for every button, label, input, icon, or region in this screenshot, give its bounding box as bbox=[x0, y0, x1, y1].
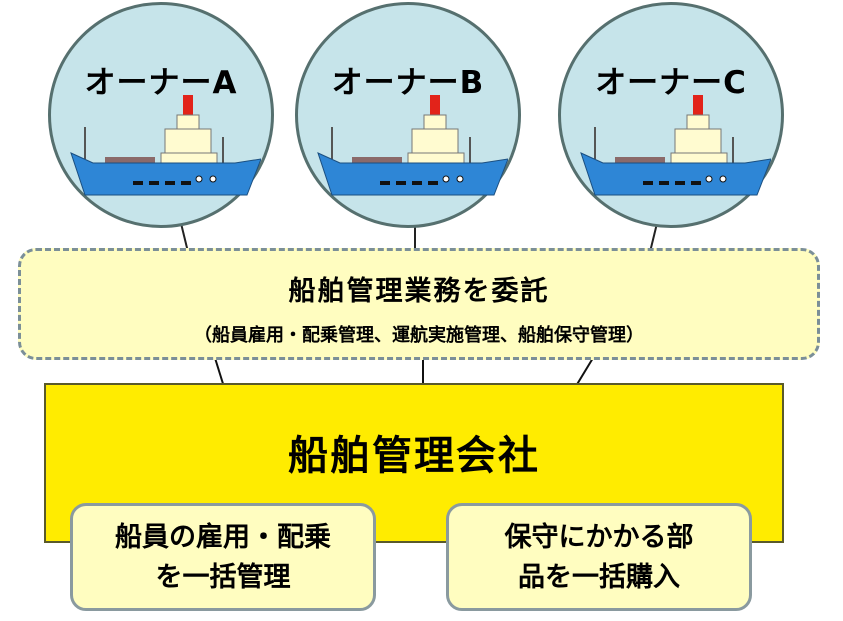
owner-label: オーナーB bbox=[331, 65, 485, 101]
ship-icon bbox=[317, 95, 508, 196]
service-crew-line1: 船員の雇用・配乗 bbox=[115, 522, 331, 553]
commission-box: 船舶管理業務を委託 （船員雇用・配乗管理、運航実施管理、船舶保守管理） bbox=[18, 248, 820, 360]
commission-detail: （船員雇用・配乗管理、運航実施管理、船舶保守管理） bbox=[194, 325, 644, 346]
owner-circle-a: オーナーA bbox=[48, 2, 274, 228]
service-box-crew: 船員の雇用・配乗 を一括管理 bbox=[70, 503, 376, 611]
owner-label: オーナーA bbox=[84, 65, 238, 101]
service-parts-line1: 保守にかかる部 bbox=[504, 522, 694, 553]
service-crew-line2: を一括管理 bbox=[155, 562, 291, 593]
owner-circle-c: オーナーC bbox=[558, 2, 784, 228]
service-parts-line2: 品を一括購入 bbox=[518, 562, 680, 593]
owner-label: オーナーC bbox=[595, 65, 747, 101]
ship-icon bbox=[580, 95, 771, 196]
commission-title: 船舶管理業務を委託 bbox=[288, 276, 550, 307]
ship-icon bbox=[70, 95, 261, 196]
service-box-parts: 保守にかかる部 品を一括購入 bbox=[446, 503, 752, 611]
company-name: 船舶管理会社 bbox=[288, 433, 540, 479]
owner-circle-b: オーナーB bbox=[295, 2, 521, 228]
